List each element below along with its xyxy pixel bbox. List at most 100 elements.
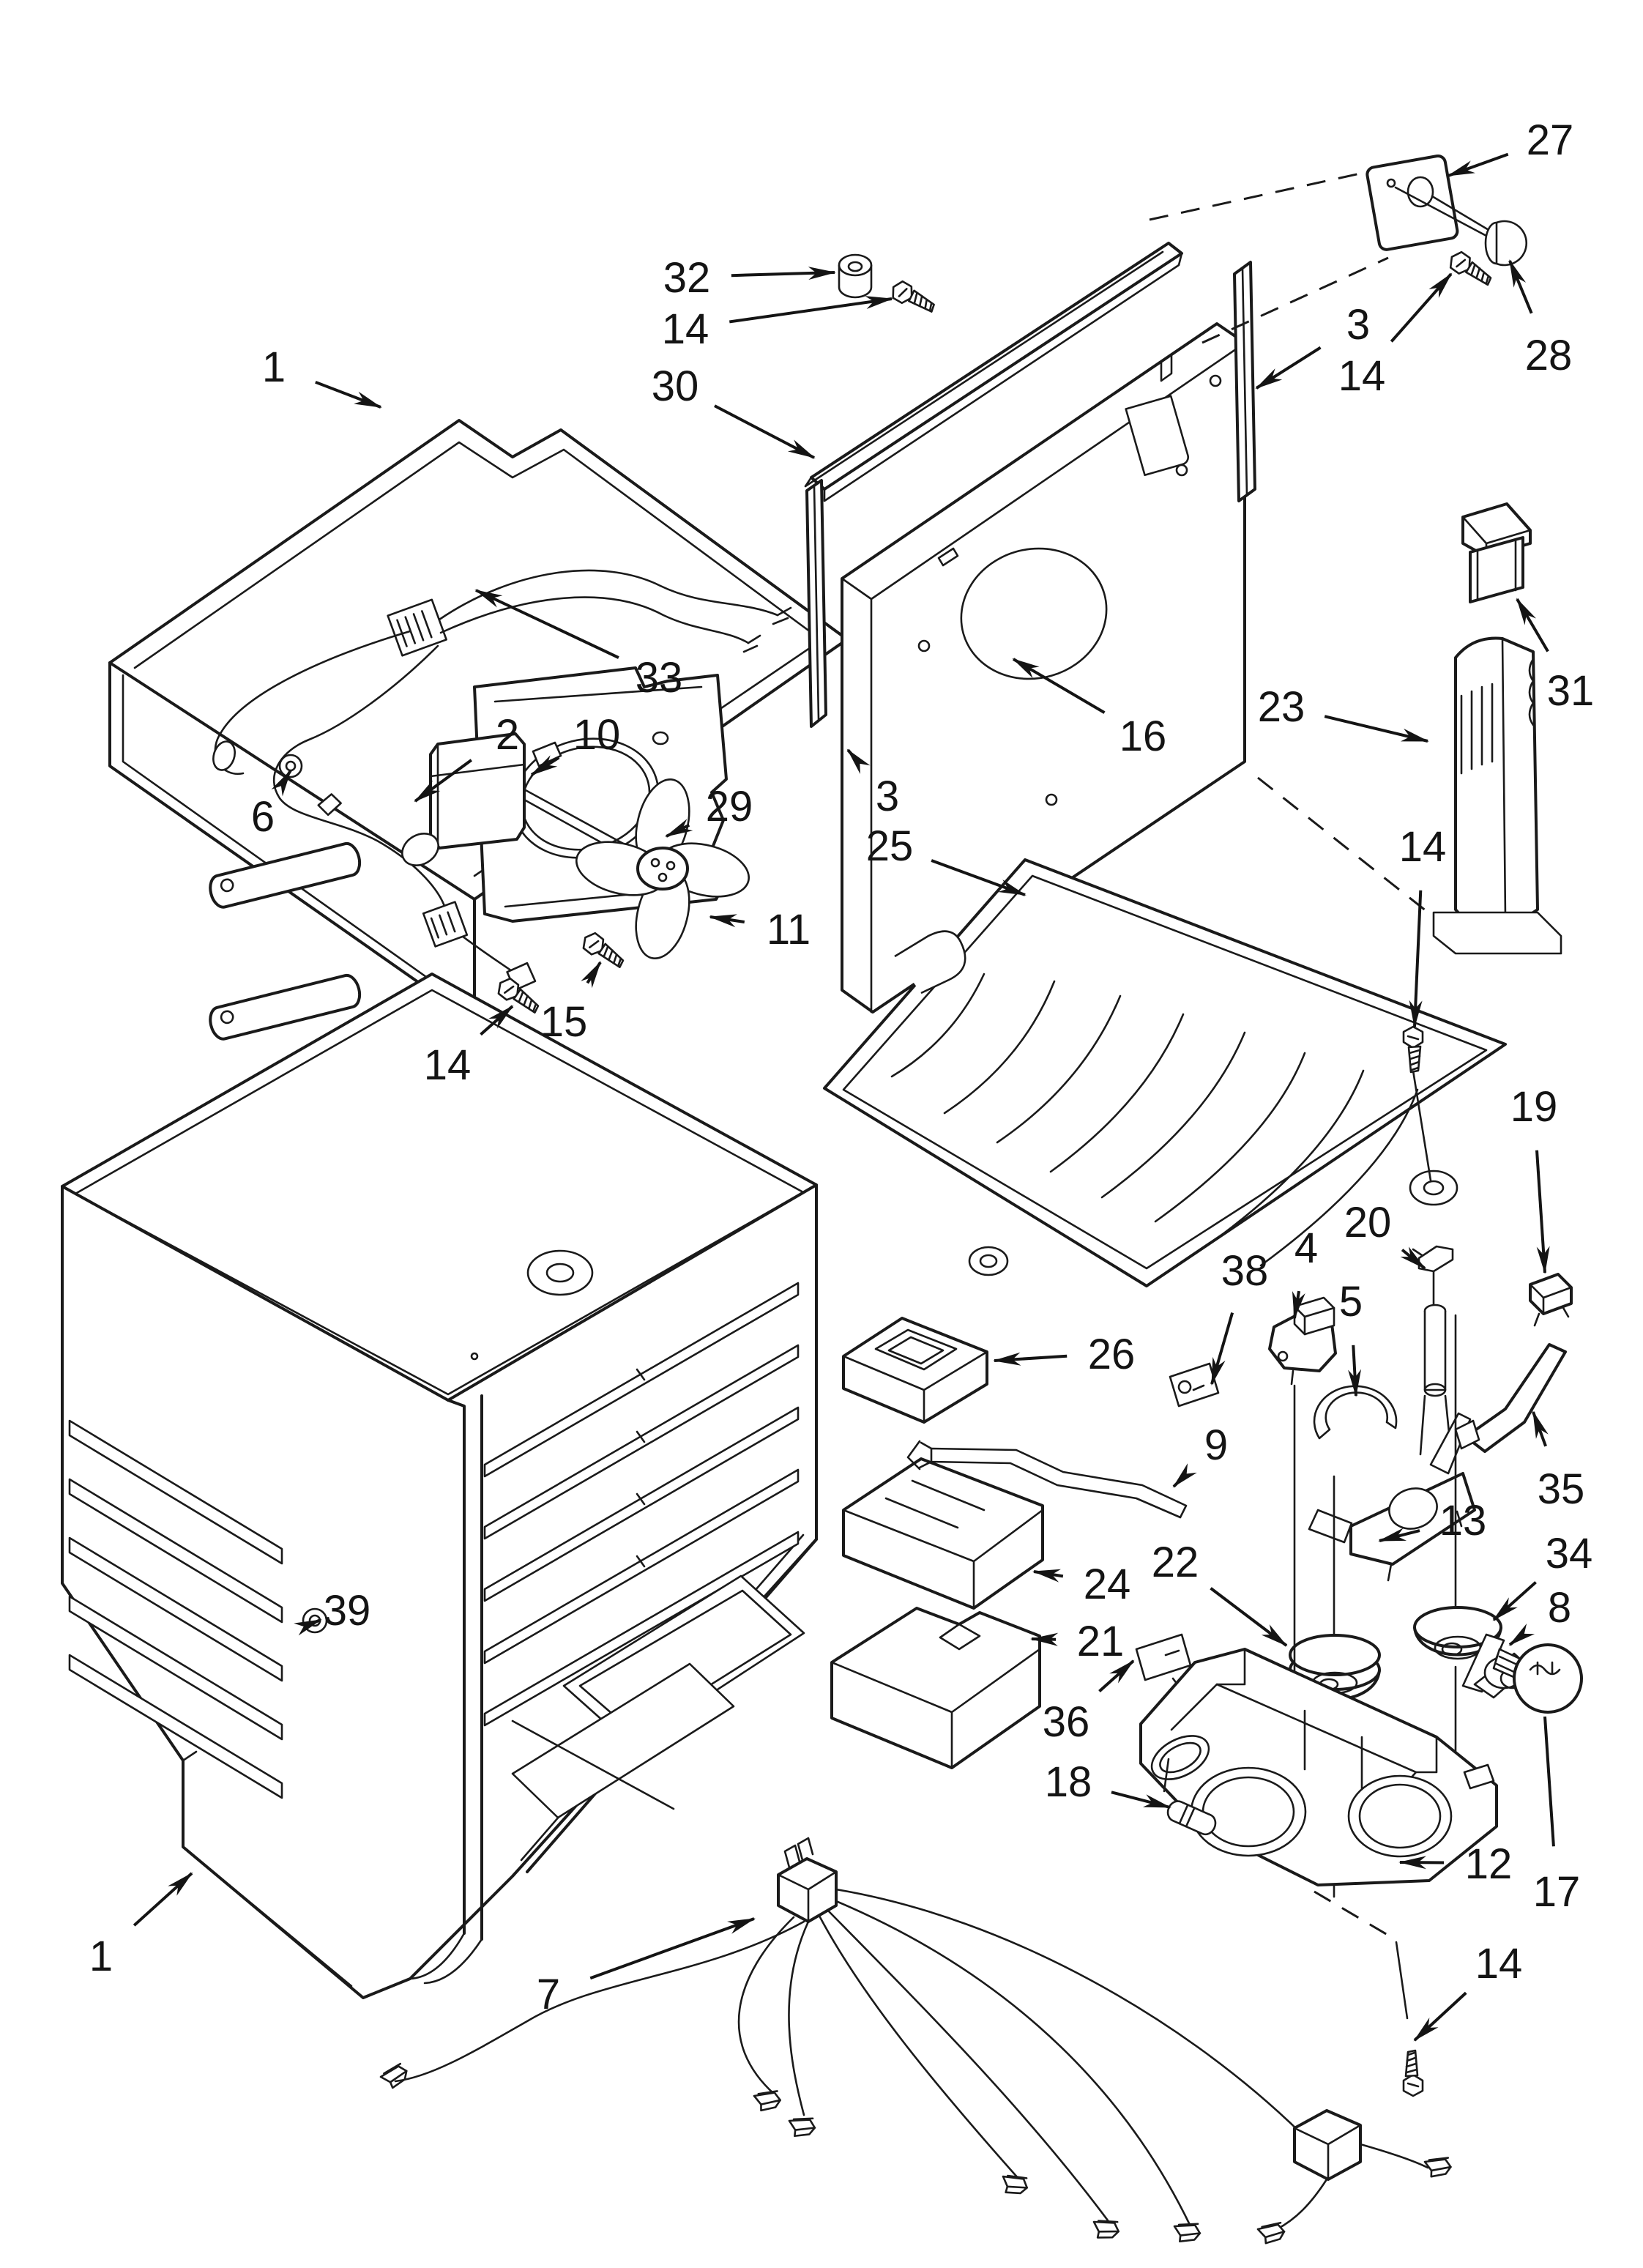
callout-label-19: 19 xyxy=(1510,1083,1558,1131)
callout-label-1: 1 xyxy=(89,1933,113,1980)
screw-14-top xyxy=(887,278,939,319)
callout-label-2: 2 xyxy=(496,711,519,759)
callout-label-25: 25 xyxy=(866,822,914,870)
callout-leader-30 xyxy=(714,404,816,459)
callout-leader-14 xyxy=(1409,890,1423,1028)
callout-label-32: 32 xyxy=(663,254,711,302)
callout-label-16: 16 xyxy=(1119,713,1167,760)
bulb-18 xyxy=(1166,1800,1217,1836)
rear-panel-16 xyxy=(841,322,1246,1014)
callout-label-10: 10 xyxy=(573,711,621,759)
callout-leader-11 xyxy=(709,914,745,928)
foam-cover-21 xyxy=(830,1607,1041,1769)
callout-label-27: 27 xyxy=(1527,116,1574,164)
sticker-36 xyxy=(1135,1633,1205,1721)
callout-leader-27 xyxy=(1447,152,1509,177)
callout-leader-3 xyxy=(1255,346,1322,390)
thermostat-4 xyxy=(1268,1296,1337,1386)
bracket-35 xyxy=(1454,1343,1567,1453)
callout-leader-39 xyxy=(294,1618,322,1636)
callout-label-6: 6 xyxy=(251,793,275,841)
callout-label-39: 39 xyxy=(324,1587,371,1635)
callout-label-14: 14 xyxy=(662,305,709,353)
callout-leader-34 xyxy=(1492,1581,1537,1621)
top-cover xyxy=(108,419,849,1023)
lens-cup-34 xyxy=(1413,1606,1502,1660)
callout-leader-33 xyxy=(474,589,619,659)
callout-label-11: 11 xyxy=(767,906,811,953)
callout-label-14: 14 xyxy=(1399,823,1447,871)
callout-leader-5 xyxy=(1348,1345,1362,1397)
evaporator-fan-motor xyxy=(401,732,636,866)
callout-leader-23 xyxy=(1324,715,1429,743)
callout-label-4: 4 xyxy=(1294,1224,1318,1272)
callout-leader-1 xyxy=(315,380,382,409)
callout-label-22: 22 xyxy=(1152,1539,1199,1586)
callout-label-30: 30 xyxy=(652,362,699,410)
screw-14-bottom xyxy=(1314,1890,1424,2097)
callout-label-12: 12 xyxy=(1465,1840,1513,1888)
air-tower-23 xyxy=(1257,636,1562,955)
callout-leader-7 xyxy=(589,1917,756,1980)
callout-label-36: 36 xyxy=(1043,1698,1090,1746)
callout-leader-24 xyxy=(1032,1569,1064,1583)
callout-leader-14 xyxy=(480,1005,514,1036)
callout-label-14: 14 xyxy=(1475,1940,1523,1988)
callout-label-14: 14 xyxy=(1338,352,1386,400)
callout-leader-19 xyxy=(1535,1150,1550,1274)
callout-label-13: 13 xyxy=(1439,1497,1487,1544)
gasket-strip-3-left xyxy=(805,479,827,728)
callout-label-38: 38 xyxy=(1221,1247,1269,1295)
callout-leader-18 xyxy=(1111,1791,1171,1809)
screw-15 xyxy=(578,929,628,974)
callout-label-31: 31 xyxy=(1547,667,1595,715)
clip-19 xyxy=(1529,1273,1573,1327)
drain-pan-25 xyxy=(823,858,1507,1287)
callout-leader-25 xyxy=(931,859,1027,896)
tower-cap-31 xyxy=(1461,502,1532,603)
callout-leader-22 xyxy=(1210,1587,1288,1647)
callout-leader-15 xyxy=(581,961,602,989)
callout-label-35: 35 xyxy=(1538,1465,1585,1513)
damper-shaft-20 xyxy=(1412,1245,1454,1456)
defrost-heater-brackets xyxy=(209,841,362,1041)
callout-leader-1 xyxy=(133,1872,193,1927)
callout-label-23: 23 xyxy=(1258,683,1305,731)
callout-label-33: 33 xyxy=(636,654,683,702)
ribbon-strap-9 xyxy=(906,1440,1188,1519)
callout-leader-6 xyxy=(271,769,292,797)
callout-leader-14 xyxy=(729,296,893,324)
callout-label-15: 15 xyxy=(540,998,588,1046)
callout-label-21: 21 xyxy=(1077,1618,1125,1665)
callout-leader-14 xyxy=(1413,1991,1467,2042)
callout-label-8: 8 xyxy=(1548,1584,1571,1632)
plug-button-28 xyxy=(1484,220,1528,267)
callout-leader-4 xyxy=(1292,1290,1305,1320)
callout-leader-3 xyxy=(846,748,871,775)
callout-label-18: 18 xyxy=(1045,1758,1092,1806)
callout-leader-8 xyxy=(1508,1623,1535,1646)
callout-label-7: 7 xyxy=(537,1971,560,2018)
callout-leader-2 xyxy=(414,759,472,803)
callout-label-3: 3 xyxy=(1346,301,1370,349)
callout-label-14: 14 xyxy=(424,1041,472,1089)
callout-label-17: 17 xyxy=(1533,1868,1581,1916)
callout-label-34: 34 xyxy=(1546,1530,1593,1577)
control-housing-12 xyxy=(1139,1648,1498,1886)
callout-label-24: 24 xyxy=(1084,1561,1131,1608)
gasket-strip-3-right xyxy=(1233,261,1256,502)
callout-leader-9 xyxy=(1172,1463,1197,1488)
callout-label-1: 1 xyxy=(262,343,286,391)
callout-leader-29 xyxy=(665,819,693,838)
callout-leader-35 xyxy=(1532,1410,1549,1447)
callout-leader-36 xyxy=(1098,1659,1135,1692)
callout-leader-32 xyxy=(731,267,836,280)
wiring-harness-top xyxy=(212,569,792,992)
control-box-26 xyxy=(842,1317,988,1424)
wiring-harness-7 xyxy=(378,1837,1454,2248)
callout-leader-13 xyxy=(1378,1528,1420,1542)
callout-leader-31 xyxy=(1516,598,1549,652)
callout-label-26: 26 xyxy=(1088,1331,1136,1378)
